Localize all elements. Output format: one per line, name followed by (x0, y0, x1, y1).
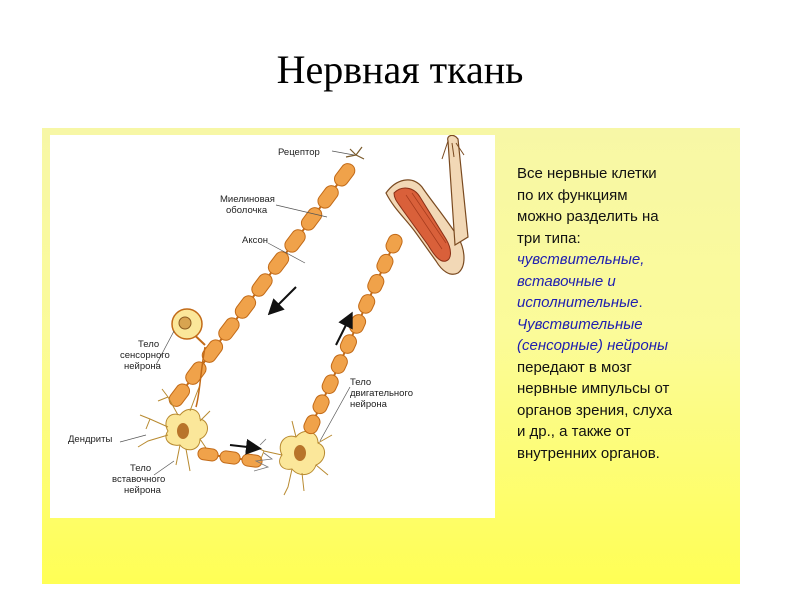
myelin-segment (329, 353, 350, 376)
myelin-segment (332, 161, 358, 189)
myelin-segment (233, 293, 259, 321)
label-receptor: Рецептор (278, 147, 320, 158)
neuron-type-inter: вставочные и (517, 271, 732, 293)
neuron-type-sensory: чувствительные, (517, 249, 732, 271)
label-sensory-body-2: сенсорного (120, 350, 170, 361)
highlight-sensory-2: (сенсорные) нейроны (517, 335, 732, 357)
description-line: Все нервные клетки (517, 163, 732, 185)
myelin-segment (347, 312, 368, 335)
neuron-diagram: Рецептор Миелиновая оболочка Аксон Тело … (50, 135, 495, 518)
arm-muscle-illustration (386, 135, 468, 274)
neuron-type-motor: исполнительные (517, 294, 639, 311)
label-myelin-2: оболочка (226, 205, 268, 216)
myelin-segment (315, 183, 341, 211)
myelin-segment (375, 252, 396, 275)
neuron-type-motor-line: исполнительные. (517, 292, 732, 314)
slide-title: Нервная ткань (0, 46, 800, 93)
myelin-segment (282, 227, 308, 255)
label-sensory-body-1: Тело (138, 339, 159, 350)
description-period: . (639, 294, 643, 311)
label-motor-body-2: двигательного (350, 388, 413, 399)
label-motor-body-3: нейрона (350, 399, 388, 410)
neuron-diagram-svg: Рецептор Миелиновая оболочка Аксон Тело … (50, 135, 495, 518)
label-inter-body-1: Тело (130, 463, 151, 474)
description-line: три типа: (517, 228, 732, 250)
myelin-segment (183, 359, 209, 387)
description-line: передают в мозг (517, 357, 732, 379)
label-inter-body-3: нейрона (124, 485, 162, 496)
label-dendrites: Дендриты (68, 434, 112, 445)
description-line: органов зрения, слуха (517, 400, 732, 422)
description-line: по их функциям (517, 185, 732, 207)
myelin-segment (365, 272, 386, 295)
myelin-segment (384, 232, 405, 255)
highlight-sensory-1: Чувствительные (517, 314, 732, 336)
myelin-segment (299, 205, 325, 233)
label-motor-body-1: Тело (350, 377, 371, 388)
sensory-cell-body (172, 309, 205, 345)
myelin-segment (197, 447, 219, 462)
label-myelin-1: Миелиновая (220, 194, 275, 205)
description-text: Все нервные клетки по их функциям можно … (517, 163, 732, 464)
description-line: нервные импульсы от (517, 378, 732, 400)
myelin-segment (216, 315, 242, 343)
myelin-segment (166, 381, 192, 409)
label-sensory-body-3: нейрона (124, 361, 162, 372)
description-line: внутренних органов. (517, 443, 732, 465)
arrow-right-inter (230, 445, 256, 448)
arrow-down-sensory (272, 287, 296, 311)
myelin-segment (249, 271, 275, 299)
myelin-segment (266, 249, 292, 277)
myelin-segment (320, 373, 341, 396)
label-inter-body-2: вставочного (112, 474, 165, 485)
description-line: можно разделить на (517, 206, 732, 228)
myelin-segment (311, 393, 332, 416)
motor-cell-body (254, 421, 332, 495)
label-axon: Аксон (242, 235, 268, 246)
myelin-segment (219, 450, 241, 465)
interneuron-axon (197, 447, 263, 468)
description-line: и др., а также от (517, 421, 732, 443)
myelin-segment (356, 292, 377, 315)
receptor-endings (346, 147, 364, 159)
